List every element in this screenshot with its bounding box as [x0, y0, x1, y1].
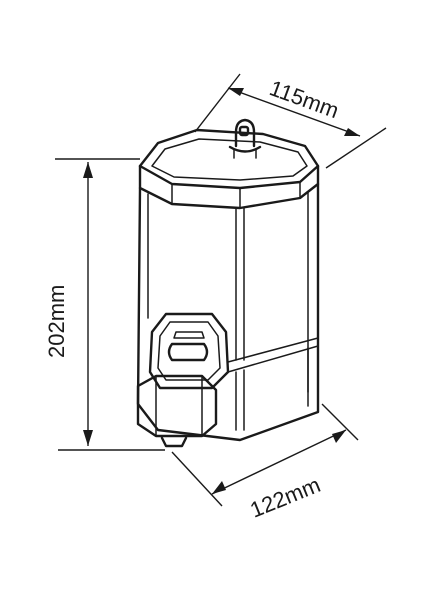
body-outline	[136, 182, 320, 442]
body-split-line	[227, 337, 319, 363]
level-window-icon	[167, 342, 209, 362]
lid-inner-outline	[151, 138, 308, 181]
nozzle-block	[136, 374, 218, 448]
height-label: 202mm	[44, 285, 69, 358]
depth-label: 122mm	[247, 472, 324, 523]
depth-dimension: 122mm	[171, 403, 359, 523]
lid-top-outline	[138, 128, 320, 190]
soap-dispenser	[136, 118, 320, 448]
width-dimension: 115mm	[194, 73, 387, 169]
lock-key-icon	[228, 118, 262, 159]
height-dimension: 202mm	[44, 158, 165, 451]
